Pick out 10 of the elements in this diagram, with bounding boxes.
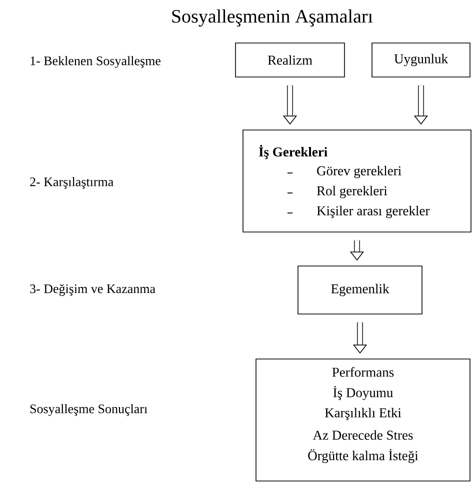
process-box: Performans İş Doyumu Karşılıklı Etki Az Derecede Stres Örgütte kalma İsteği (256, 358, 470, 482)
process-box: Realizm (235, 42, 345, 78)
stage-label: 2- Karşılaştırma (30, 177, 114, 189)
process-box: Egemenlik (298, 266, 422, 314)
process-box: Uygunluk (372, 42, 470, 78)
stage-label: 1- Beklenen Sosyalleşme (30, 56, 160, 68)
process-box: İş Gerekleri Görev gerekleri Rol gerekleri Kişiler arası gerekler (242, 130, 472, 232)
stage-label: 3- Değişim ve Kazanma (30, 284, 156, 296)
stage-label: Sosyalleşme Sonuçları (30, 404, 148, 416)
title: Sosyalleşmenin Aşamaları (172, 9, 373, 27)
